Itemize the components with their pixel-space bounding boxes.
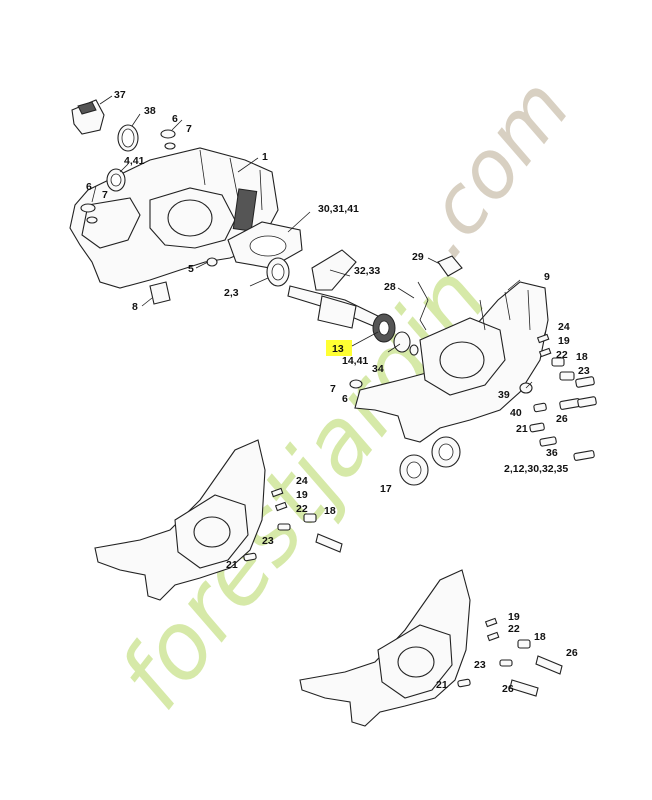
callout-30-31-41: 30,31,41 xyxy=(318,203,359,215)
crankcase-right xyxy=(354,281,549,443)
callout-22a: 22 xyxy=(556,349,568,361)
callout-21c: 21 xyxy=(436,679,448,691)
crankcase-lower xyxy=(299,569,471,727)
callout-39: 39 xyxy=(498,389,510,401)
washer-7a xyxy=(164,142,176,150)
crankcase-middle xyxy=(94,439,266,601)
part-5 xyxy=(206,257,218,267)
callout-13-highlight xyxy=(326,340,352,356)
callout-24b: 24 xyxy=(296,475,308,487)
callout-29: 29 xyxy=(412,251,424,263)
callout-22b: 22 xyxy=(296,503,308,515)
callout-2-12-30-32-35: 2,12,30,32,35 xyxy=(504,463,568,475)
part-29-plug xyxy=(437,255,463,277)
callout-5: 5 xyxy=(188,263,194,275)
callout-13: 13 xyxy=(332,343,344,355)
washer-7b xyxy=(86,216,98,224)
callout-19a: 19 xyxy=(558,335,570,347)
washer-7c xyxy=(349,379,363,389)
part-28-lever xyxy=(417,281,429,331)
screws-right-upper xyxy=(529,333,597,461)
callout-19b: 19 xyxy=(296,489,308,501)
callout-2-3: 2,3 xyxy=(224,287,239,299)
callout-23a: 23 xyxy=(578,365,590,377)
callout-26b: 26 xyxy=(566,647,578,659)
part-34 xyxy=(409,344,419,356)
callout-8: 8 xyxy=(132,301,138,313)
callout-23c: 23 xyxy=(474,659,486,671)
callout-23b: 23 xyxy=(262,535,274,547)
callout-40: 40 xyxy=(510,407,522,419)
crankcase-upper-left xyxy=(69,147,279,289)
part-37-valve xyxy=(71,99,105,135)
callout-19c: 19 xyxy=(508,611,520,623)
callout-38: 38 xyxy=(144,105,156,117)
watermark-suffix: .com xyxy=(394,62,588,274)
washer-6b xyxy=(80,203,96,213)
callout-9: 9 xyxy=(544,271,550,283)
callout-24a: 24 xyxy=(558,321,570,333)
callout-7a: 7 xyxy=(186,123,192,135)
callout-34: 34 xyxy=(372,363,384,375)
callout-4-41: 4,41 xyxy=(124,155,145,167)
screws-middle xyxy=(243,487,343,562)
callout-28: 28 xyxy=(384,281,396,293)
callout-18c: 18 xyxy=(534,631,546,643)
callout-17: 17 xyxy=(380,483,392,495)
callout-6a: 6 xyxy=(172,113,178,125)
callout-32-33: 32,33 xyxy=(354,265,380,277)
callout-37: 37 xyxy=(114,89,126,101)
callout-18b: 18 xyxy=(324,505,336,517)
callout-18a: 18 xyxy=(576,351,588,363)
callout-7b: 7 xyxy=(102,189,108,201)
callout-1: 1 xyxy=(262,151,268,163)
part-14-seal xyxy=(393,331,411,353)
callout-21a: 21 xyxy=(516,423,528,435)
part-32-crankshaft xyxy=(287,249,383,329)
washer-6a xyxy=(160,129,176,139)
callout-22c: 22 xyxy=(508,623,520,635)
callout-26a: 26 xyxy=(556,413,568,425)
callout-26c: 26 xyxy=(502,683,514,695)
callout-6b: 6 xyxy=(86,181,92,193)
leader-lines xyxy=(91,95,547,389)
callout-21b: 21 xyxy=(226,559,238,571)
callout-36: 36 xyxy=(546,447,558,459)
callouts: 37 38 6 7 1 4,41 6 7 30,31,41 5 32,33 2,… xyxy=(86,89,590,695)
callout-6c: 6 xyxy=(342,393,348,405)
callout-14-41: 14,41 xyxy=(342,355,368,367)
callout-7c: 7 xyxy=(330,383,336,395)
screws-lower xyxy=(457,617,563,697)
part-8-bush xyxy=(149,281,171,305)
